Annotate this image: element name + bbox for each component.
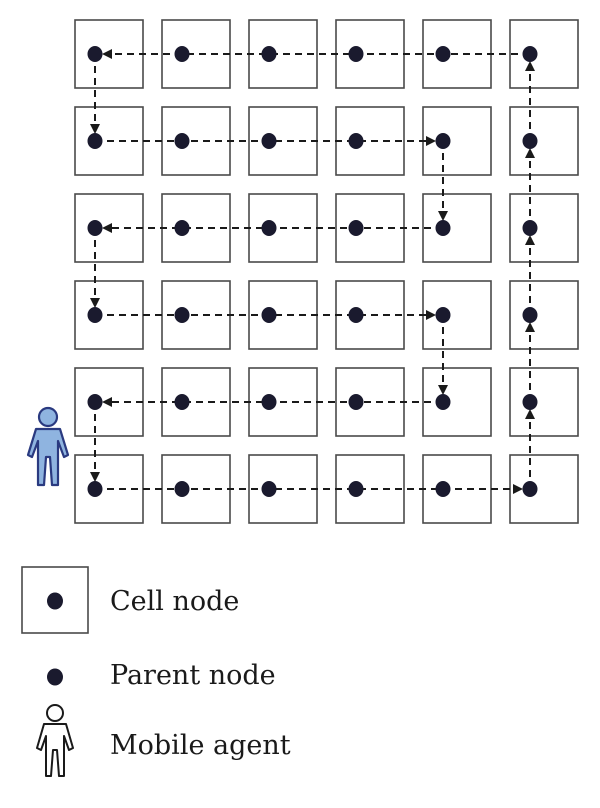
legend-parent-node-icon — [47, 668, 63, 686]
cell-r1-c3 — [335, 106, 405, 176]
cell-node-r0-c1 — [174, 46, 190, 62]
cell-node-r5-c4 — [435, 481, 451, 497]
cell-node-r1-c3 — [348, 133, 364, 149]
cell-node-r4-c2 — [261, 394, 277, 410]
legend-mobile-agent-icon — [36, 723, 74, 777]
cell-r2-c5 — [509, 193, 579, 263]
cell-r3-c3 — [335, 280, 405, 350]
cell-r1-c2 — [248, 106, 318, 176]
cell-node-r5-c3 — [348, 481, 364, 497]
cell-r3-c5 — [509, 280, 579, 350]
cell-node-r1-c5 — [522, 133, 538, 149]
cell-r0-c5 — [509, 19, 579, 89]
cell-node-r0-c0 — [87, 46, 103, 62]
cell-node-r4-c0 — [87, 394, 103, 410]
legend-cell-node-dot — [47, 592, 63, 610]
cell-r4-c0 — [74, 367, 144, 437]
cell-r2-c4 — [422, 193, 492, 263]
cell-node-r1-c4 — [435, 133, 451, 149]
legend-parent-node-label: Parent node — [110, 660, 276, 691]
cell-r0-c1 — [161, 19, 231, 89]
cell-node-r5-c1 — [174, 481, 190, 497]
cell-node-r2-c1 — [174, 220, 190, 236]
cell-r1-c5 — [509, 106, 579, 176]
cell-node-r5-c2 — [261, 481, 277, 497]
nodes-layer — [87, 46, 538, 497]
cell-node-r0-c3 — [348, 46, 364, 62]
cell-node-r2-c5 — [522, 220, 538, 236]
cell-node-r3-c4 — [435, 307, 451, 323]
cell-node-r3-c0 — [87, 307, 103, 323]
cell-node-r1-c2 — [261, 133, 277, 149]
mobile-agent-icon-head — [37, 406, 59, 428]
cell-node-r2-c3 — [348, 220, 364, 236]
cell-node-r2-c0 — [87, 220, 103, 236]
cell-node-r3-c1 — [174, 307, 190, 323]
cell-node-r1-c1 — [174, 133, 190, 149]
cell-node-r3-c2 — [261, 307, 277, 323]
cell-r5-c2 — [248, 454, 318, 524]
cells-layer — [74, 19, 579, 524]
cell-node-r4-c3 — [348, 394, 364, 410]
cell-node-r0-c4 — [435, 46, 451, 62]
cell-node-r5-c5 — [522, 481, 538, 497]
cell-node-r2-c4 — [435, 220, 451, 236]
legend — [21, 566, 89, 777]
legend-cell-node-label: Cell node — [110, 586, 240, 617]
cell-node-r2-c2 — [261, 220, 277, 236]
cell-node-r3-c3 — [348, 307, 364, 323]
cell-node-r3-c5 — [522, 307, 538, 323]
cell-node-r0-c2 — [261, 46, 277, 62]
cell-r5-c3 — [335, 454, 405, 524]
cell-node-r4-c1 — [174, 394, 190, 410]
mobile-agent-icon — [26, 427, 70, 487]
cell-node-r0-c5 — [522, 46, 538, 62]
legend-mobile-agent-head — [46, 704, 64, 722]
cell-r4-c4 — [422, 367, 492, 437]
mobile-agent-marker — [26, 406, 70, 487]
cell-node-r5-c0 — [87, 481, 103, 497]
cell-node-r4-c5 — [522, 394, 538, 410]
cell-r3-c2 — [248, 280, 318, 350]
cell-r4-c5 — [509, 367, 579, 437]
cell-node-r4-c4 — [435, 394, 451, 410]
cell-r2-c0 — [74, 193, 144, 263]
legend-mobile-agent-label: Mobile agent — [110, 730, 291, 761]
cell-node-r1-c0 — [87, 133, 103, 149]
